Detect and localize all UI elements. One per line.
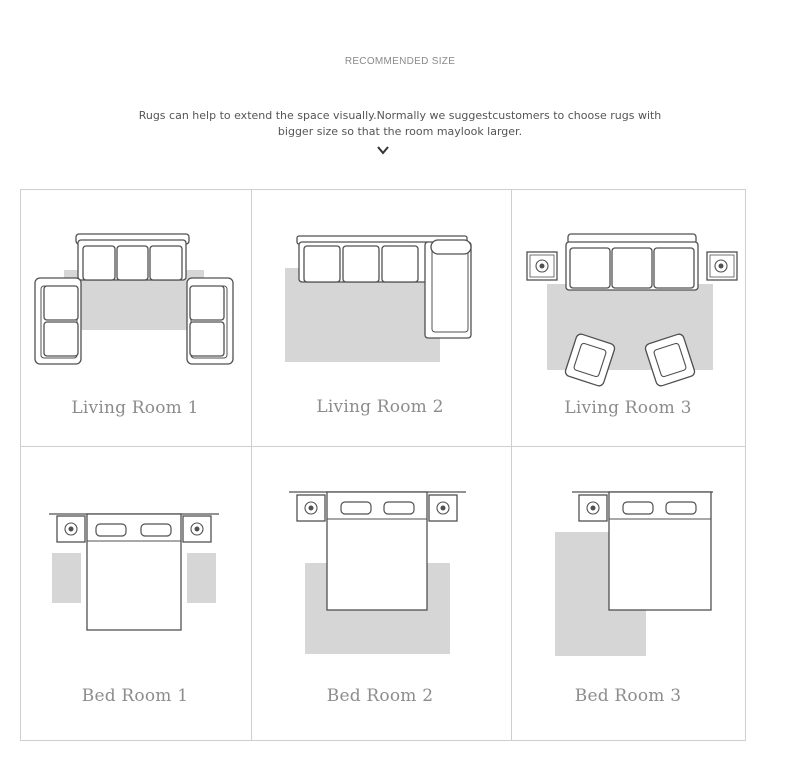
intro-text: Rugs can help to extend the space visual… — [0, 108, 800, 140]
room-label-bed-room-2: Bed Room 2 — [326, 686, 434, 706]
intro-line-2: bigger size so that the room maylook lar… — [277, 125, 523, 138]
room-label-bed-room-1: Bed Room 1 — [81, 686, 189, 706]
page-title: RECOMMENDED SIZE — [344, 56, 456, 67]
room-label-bed-room-3: Bed Room 3 — [574, 686, 682, 706]
intro-line-1: Rugs can help to extend the space visual… — [138, 109, 662, 122]
chevron-down-icon — [377, 146, 389, 155]
room-label-living-room-1: Living Room 1 — [71, 398, 199, 418]
room-grid — [20, 189, 746, 741]
room-label-living-room-3: Living Room 3 — [564, 398, 692, 418]
room-label-living-room-2: Living Room 2 — [316, 397, 444, 417]
